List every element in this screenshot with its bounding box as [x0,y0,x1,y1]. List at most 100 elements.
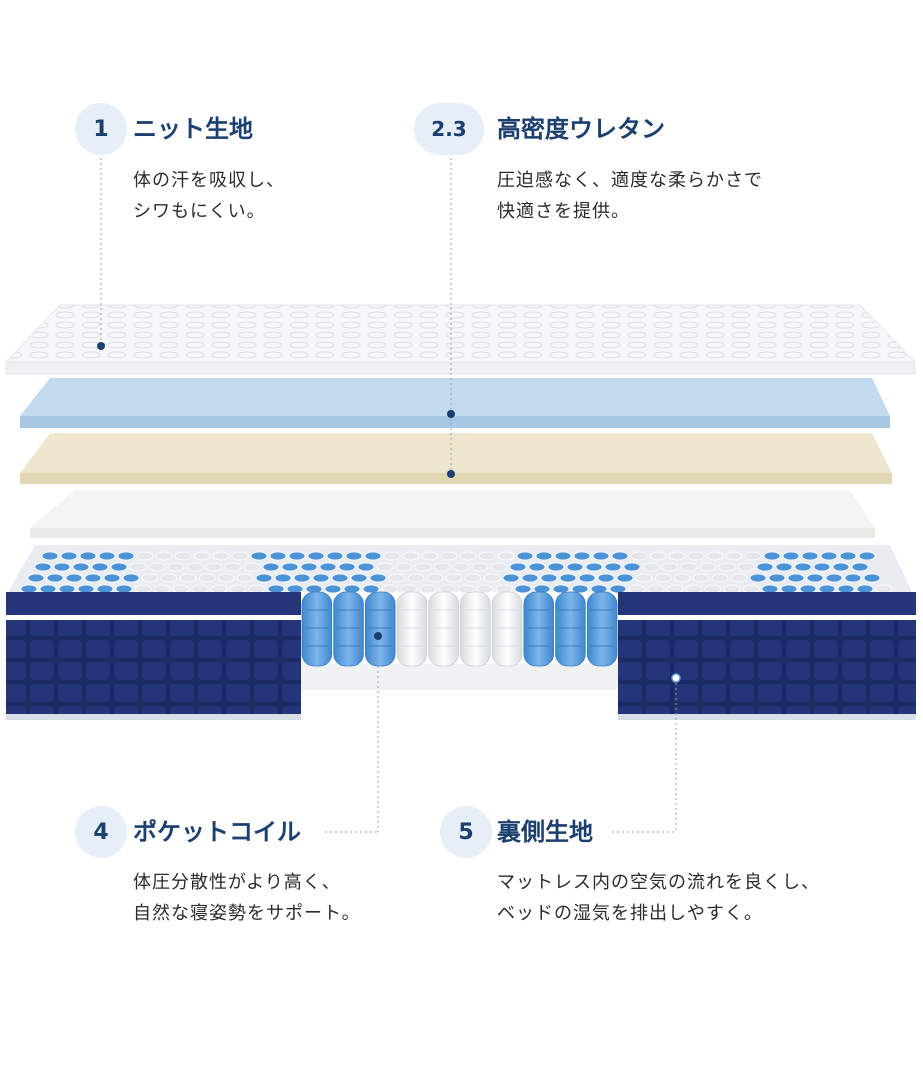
coil-top [210,584,228,594]
callout-title: ポケットコイル [133,818,301,846]
coil-top [376,562,394,572]
coil-top [269,551,287,561]
coil-top [585,562,603,572]
pocket-coil [586,591,618,667]
coil-top [573,551,591,561]
coil-top [471,562,489,572]
coil-top [426,573,444,583]
coil-top [578,573,596,583]
coil-top [571,584,589,594]
coil-top [369,573,387,583]
coil-top [326,551,344,561]
coil-top [497,551,515,561]
coil-top [514,584,532,594]
coil-top [407,573,425,583]
coil-top [148,562,166,572]
coil-top [794,562,812,572]
coil-top [528,562,546,572]
description-line: マットレス内の空気の流れを良くし、 [497,872,820,893]
coil-top [79,551,97,561]
coil-top [761,584,779,594]
coil-top [554,551,572,561]
coil-top [763,551,781,561]
coil-top [647,584,665,594]
coil-top [172,584,190,594]
coil-top [547,562,565,572]
coil-top [281,562,299,572]
coil-top [799,584,817,594]
coil-top [476,584,494,594]
coil-top [212,551,230,561]
coil-top [725,551,743,561]
coil-top [440,551,458,561]
description-line: ベッドの湿気を排出しやすく。 [497,903,763,924]
coil-top [858,551,876,561]
coil-top [174,551,192,561]
coil-top [635,573,653,583]
back-fabric-left [6,592,301,720]
coil-top [459,551,477,561]
coil-top [338,562,356,572]
coil-top [274,573,292,583]
coil-top [136,551,154,561]
coil-top [96,584,114,594]
coil-top [20,584,38,594]
white-pad-layer [30,490,875,538]
coil-top [231,551,249,561]
coil-top [319,562,337,572]
coil-top [813,562,831,572]
coil-top [84,573,102,583]
coil-top [782,551,800,561]
coil-top [616,573,634,583]
coil-top-surface [8,545,912,594]
cream-foam-layer [20,433,892,484]
coil-top [516,551,534,561]
coil-top [160,573,178,583]
pocket-coil [301,591,333,667]
coil-top [445,573,463,583]
coil-top [98,551,116,561]
back-fabric-right [618,592,916,720]
coil-top [72,562,90,572]
coil-top [414,562,432,572]
coil-top [780,584,798,594]
coil-top [668,551,686,561]
callout-description: 体圧分散性がより高く、 自然な寝姿勢をサポート。 [133,867,361,929]
pocket-coil [491,591,523,667]
coil-top [711,573,729,583]
coil-top [115,584,133,594]
coil-top [205,562,223,572]
coil-top [723,584,741,594]
coil-top [609,584,627,594]
coil-top [122,573,140,583]
coil-top [312,573,330,583]
callout-number-badge: 5 [440,806,492,858]
coil-top [155,551,173,561]
leader-dots [97,342,681,683]
coil-top [60,551,78,561]
coil-top [787,573,805,583]
coil-top [692,573,710,583]
coil-top [129,562,147,572]
coil-top [806,573,824,583]
coil-top [262,562,280,572]
coil-top [77,584,95,594]
coil-top [293,573,311,583]
coil-top [191,584,209,594]
coil-top [350,573,368,583]
callout-number-badge: 1 [75,103,127,155]
pocket-coil [396,591,428,667]
coil-top [362,584,380,594]
coil-top [464,573,482,583]
callout-title: 裏側生地 [497,818,593,846]
coil-top [687,551,705,561]
callout-title: ニット生地 [133,115,253,143]
coil-top [288,551,306,561]
pocket-coils [301,591,618,690]
knit-fabric-layer [4,304,917,375]
coil-top [300,562,318,572]
leader-lines [100,153,677,833]
callout-number-badge: 4 [75,806,127,858]
coil-top [153,584,171,594]
coil-top [248,584,266,594]
